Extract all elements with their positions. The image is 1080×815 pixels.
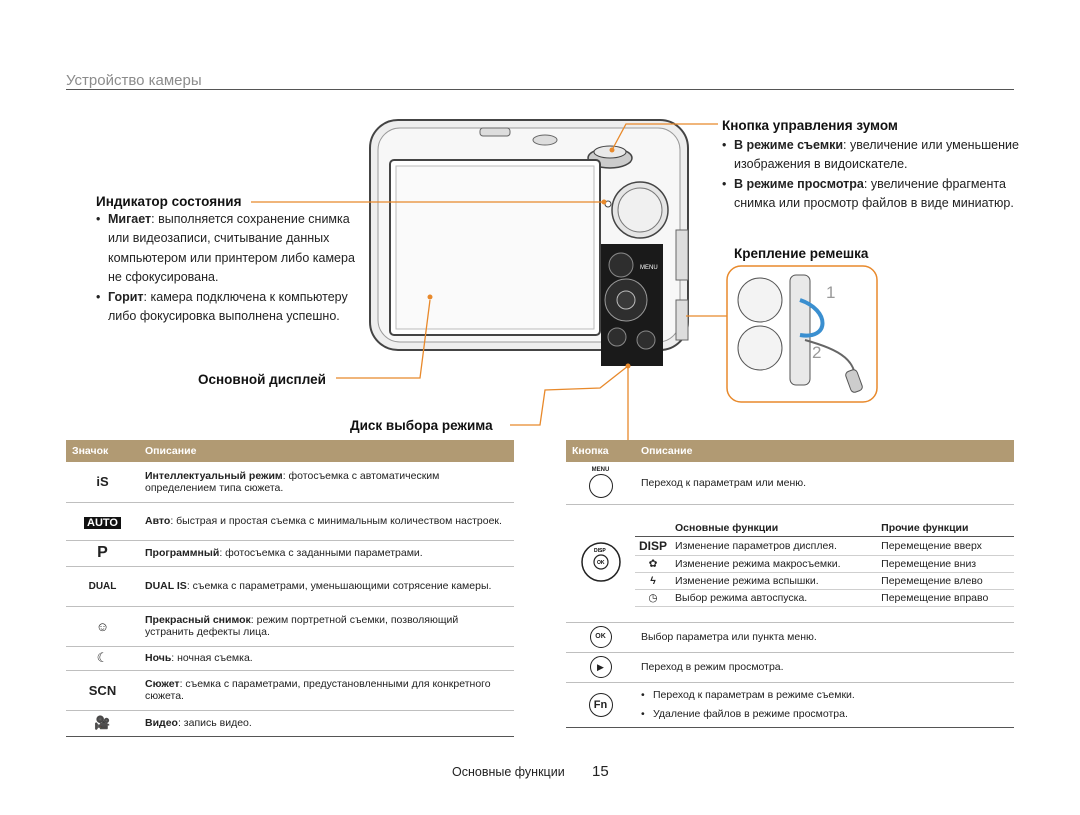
col-header-description: Описание	[145, 445, 197, 457]
smart-auto-icon: iS	[96, 474, 109, 490]
table-row: 🎥Видео: запись видео.	[66, 710, 514, 736]
nav-wheel-icon: DISP OK	[580, 541, 621, 582]
zoom-callout-title: Кнопка управления зумом	[722, 118, 898, 133]
fn-button-icon: Fn	[588, 692, 613, 717]
status-item-2: Горит: камера подключена к компьютеру ли…	[96, 288, 366, 327]
flash-icon: ϟ	[635, 572, 672, 590]
table-row: ◷Выбор режима автоспуска.Перемещение впр…	[635, 589, 1014, 607]
menu-label: MENU	[640, 265, 658, 271]
play-row: ▶ Переход в режим просмотра.	[566, 652, 1014, 682]
ok-row: OK Выбор параметра или пункта меню.	[566, 622, 1014, 652]
strap-callout-title: Крепление ремешка	[734, 246, 869, 261]
col-header-button: Кнопка	[572, 445, 609, 457]
status-item-1: Мигает: выполняется сохранение снимка ил…	[96, 210, 366, 288]
table-row: ☺Прекрасный снимок: режим портретной съе…	[66, 606, 514, 646]
buttons-table: Кнопка Описание MENU Переход к параметра…	[566, 440, 1014, 728]
zoom-callout-text: В режиме съемки: увеличение или уменьшен…	[722, 136, 1022, 214]
night-icon: ☾	[96, 650, 109, 665]
table-row: ☾Ночь: ночная съемка.	[66, 646, 514, 670]
col-header-description: Описание	[641, 445, 693, 457]
col-header-icon: Значок	[72, 445, 109, 457]
status-callout-title: Индикатор состояния	[96, 194, 242, 209]
zoom-item-2: В режиме просмотра: увеличение фрагмента…	[722, 175, 1022, 214]
ok-button-icon: OK	[589, 626, 612, 648]
status-callout-text: Мигает: выполняется сохранение снимка ил…	[96, 210, 366, 326]
table-row: ✿Изменение режима макросъемки.Перемещени…	[635, 555, 1014, 573]
camera-illustration: MENU 1 2	[251, 119, 878, 440]
dual-is-icon: DUAL	[88, 580, 117, 592]
scene-icon: SCN	[88, 682, 117, 698]
footer-section: Основные функции	[452, 765, 565, 779]
menu-button-icon	[588, 474, 613, 499]
menu-label: MENU	[591, 467, 610, 474]
fn-row: Fn Переход к параметрам в режиме съемки.…	[566, 682, 1014, 727]
title-rule	[66, 89, 1014, 90]
menu-row: MENU Переход к параметрам или меню.	[566, 462, 1014, 504]
auto-icon: AUTO	[84, 516, 121, 529]
timer-icon: ◷	[635, 589, 672, 607]
playback-button-icon: ▶	[589, 656, 612, 678]
strap-step-1: 1	[826, 283, 835, 302]
beauty-shot-icon: ☺	[95, 618, 110, 634]
program-icon: P	[97, 544, 108, 561]
svg-text:OK: OK	[597, 560, 605, 566]
zoom-item-1: В режиме съемки: увеличение или уменьшен…	[722, 136, 1022, 175]
display-callout-title: Основной дисплей	[198, 372, 326, 387]
movie-icon: 🎥	[94, 715, 111, 730]
svg-text:DISP: DISP	[594, 548, 606, 554]
strap-step-2: 2	[812, 343, 821, 362]
macro-icon: ✿	[635, 555, 672, 573]
disp-icon: DISP	[635, 536, 672, 556]
page-title: Устройство камеры	[66, 72, 202, 89]
mode-dial-callout-title: Диск выбора режима	[350, 418, 493, 433]
page-number: 15	[592, 763, 609, 780]
